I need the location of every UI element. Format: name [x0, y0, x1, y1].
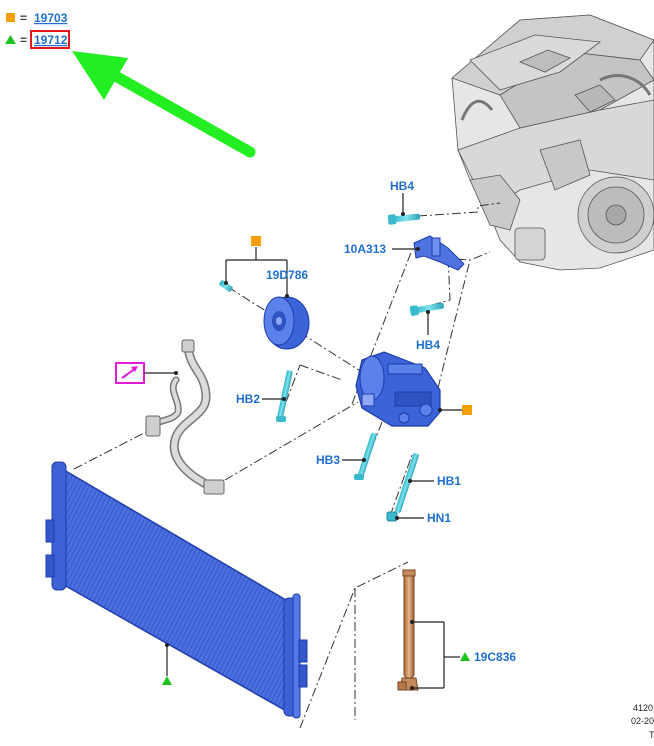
- drawing-reference: 4120 02-20 T: [631, 703, 654, 740]
- receiver-dryer: [397, 569, 419, 691]
- bolt-hb4-top: [387, 213, 421, 225]
- pulley: [263, 296, 310, 350]
- nut-hn1: [386, 511, 398, 522]
- label-hn1[interactable]: HN1: [427, 511, 451, 525]
- condenser-triangle-marker: [162, 643, 172, 685]
- label-hb2[interactable]: HB2: [236, 392, 260, 406]
- callout-hb3-leader: [342, 458, 366, 462]
- legend-triangle-ref[interactable]: 19712: [34, 33, 68, 47]
- drawing-tail: T: [649, 730, 654, 740]
- legend-equals-2: =: [20, 33, 27, 47]
- label-hb4-bottom[interactable]: HB4: [416, 338, 440, 352]
- bolt-hb1: [395, 453, 419, 513]
- condenser: [45, 461, 308, 719]
- drawing-date: 02-20: [631, 716, 654, 726]
- compressor-square-marker: [438, 405, 472, 415]
- bolt-hb3: [354, 432, 377, 480]
- callout-hb4-bottom-leader: [426, 310, 430, 335]
- callout-hb4-top-leader: [401, 193, 405, 216]
- engine-illustration: [451, 14, 654, 271]
- highlight-box: [30, 30, 70, 49]
- bolt-hb2: [276, 370, 293, 422]
- label-hb3[interactable]: HB3: [316, 453, 340, 467]
- ac-line-assembly: [145, 339, 225, 495]
- label-10a313[interactable]: 10A313: [344, 242, 386, 256]
- annotation-arrow: [72, 51, 256, 158]
- legend-equals-1: =: [20, 11, 27, 25]
- compressor: [355, 351, 441, 427]
- label-hb4-top[interactable]: HB4: [390, 179, 414, 193]
- callout-19c836-leader: [410, 620, 470, 690]
- legend-square-ref[interactable]: 19703: [34, 11, 68, 25]
- label-19d786[interactable]: 19D786: [266, 268, 308, 282]
- drawing-code: 4120: [633, 703, 653, 713]
- callout-hb2-leader: [262, 397, 286, 401]
- callout-10a313-leader: [392, 247, 420, 251]
- legend-square-icon: [6, 13, 15, 22]
- callout-19d786-leader: [224, 236, 289, 298]
- magenta-link-icon[interactable]: [115, 362, 178, 384]
- legend-triangle-icon: [5, 35, 16, 44]
- pulley-bolt: [219, 280, 233, 292]
- label-19c836[interactable]: 19C836: [474, 650, 516, 664]
- callout-hb1-leader: [408, 479, 434, 483]
- bolt-hb4-bottom: [409, 302, 444, 316]
- label-hb1[interactable]: HB1: [437, 474, 461, 488]
- callout-hn1-leader: [395, 516, 424, 520]
- bracket: [413, 235, 465, 271]
- legend: = 19703 = 19712: [5, 11, 70, 49]
